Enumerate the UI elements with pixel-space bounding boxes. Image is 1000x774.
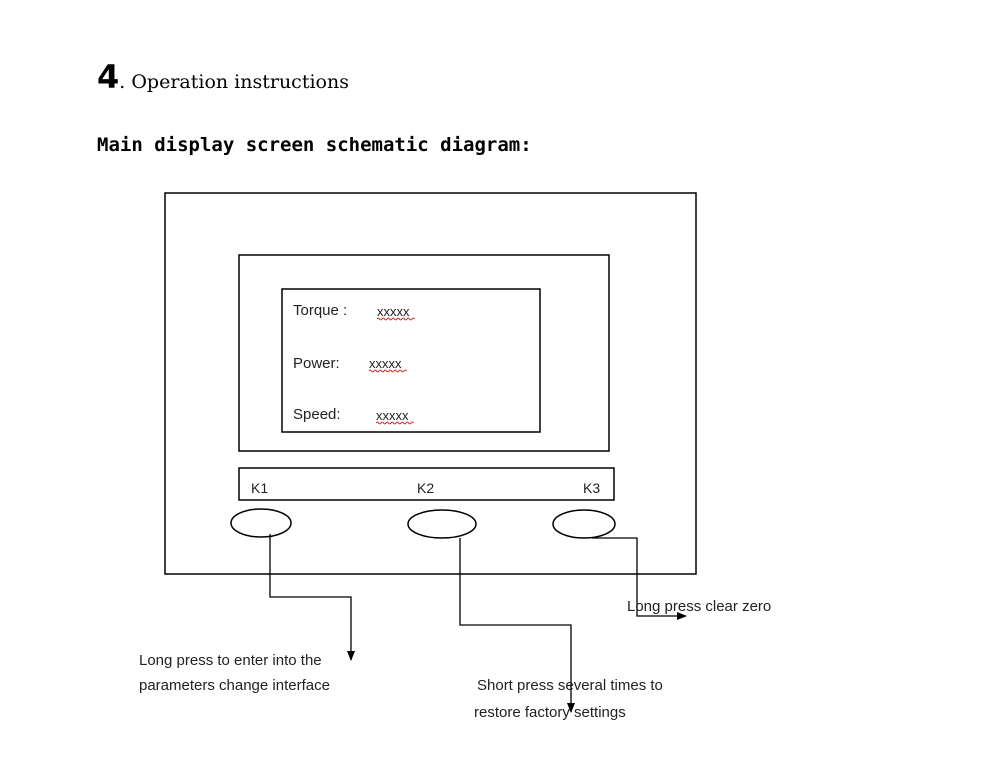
torque-value: xxxxx: [377, 304, 410, 319]
section-title: . Operation instructions: [119, 71, 349, 93]
k2-callout-arrow: [459, 538, 575, 713]
k3-note: Long press clear zero: [627, 598, 771, 615]
key-label-k2: K2: [417, 480, 434, 496]
key-label-k3: K3: [583, 480, 600, 496]
torque-value-underline: [376, 317, 415, 321]
speed-value-underline: [375, 421, 414, 425]
power-value: xxxxx: [369, 356, 402, 371]
section-number: 4: [97, 58, 120, 96]
diagram-caption: Main display screen schematic diagram:: [97, 134, 532, 156]
k1-button[interactable]: [230, 508, 292, 538]
k3-button[interactable]: [552, 509, 616, 539]
k2-note-line2: restore factory settings: [474, 704, 626, 721]
k1-note-line1: Long press to enter into the: [139, 652, 322, 669]
display-screen: [281, 288, 541, 433]
speed-label: Speed:: [293, 406, 341, 423]
k1-callout-arrow: [269, 534, 355, 661]
key-label-strip: [238, 467, 615, 501]
k3-callout-arrow: [592, 537, 687, 620]
torque-label: Torque :: [293, 302, 347, 319]
power-value-underline: [368, 369, 407, 373]
speed-value: xxxxx: [376, 408, 409, 423]
k1-note-line2: parameters change interface: [139, 677, 330, 694]
section-heading: 4. Operation instructions: [97, 58, 349, 96]
key-label-k1: K1: [251, 480, 268, 496]
k2-button[interactable]: [407, 509, 477, 539]
display-bezel: [238, 254, 610, 452]
device-outer-frame: [164, 192, 697, 575]
power-label: Power:: [293, 355, 340, 372]
k2-note-line1: Short press several times to: [477, 677, 663, 694]
